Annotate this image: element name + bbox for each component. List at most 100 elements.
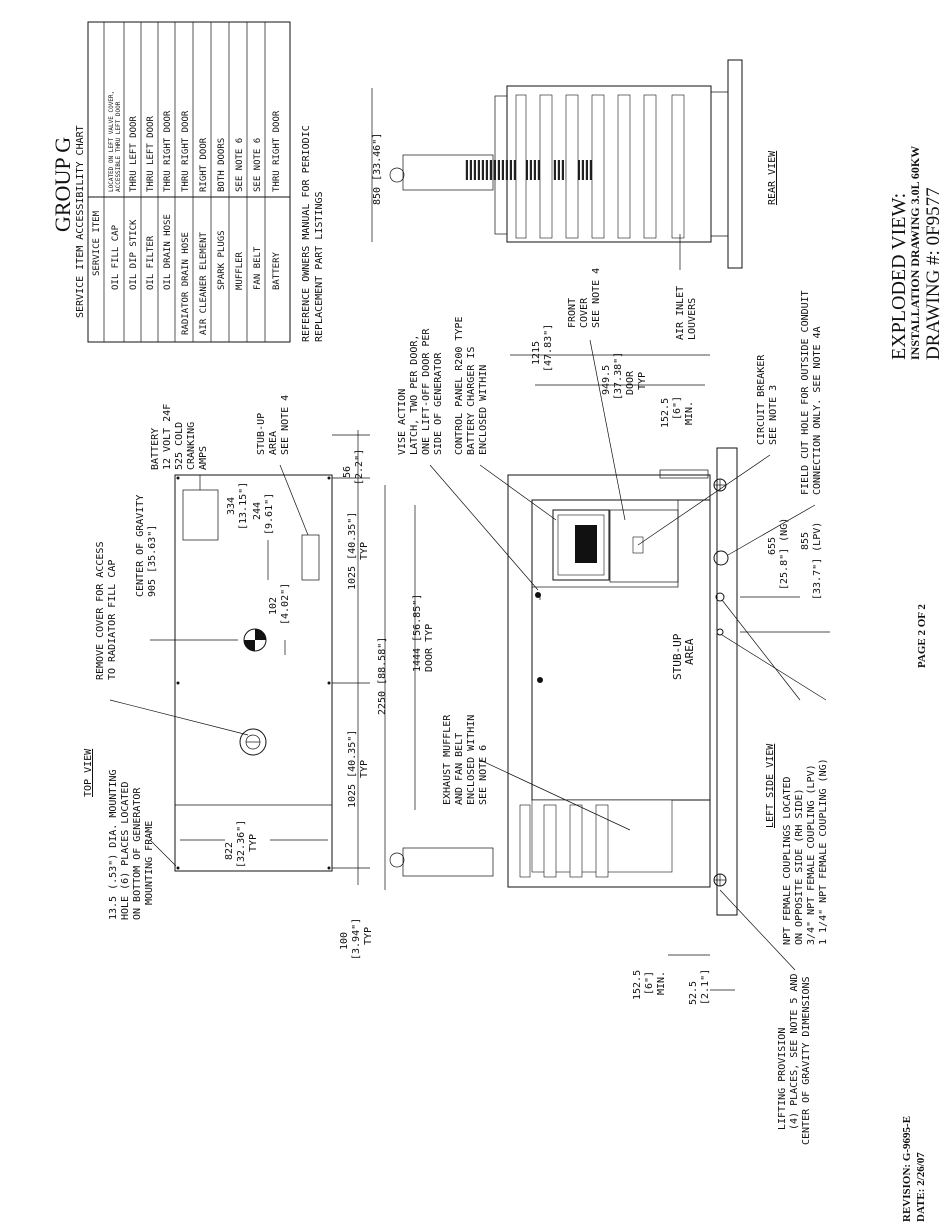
drawing-number: DRAWING #: 0F9577 <box>923 187 944 360</box>
vise-label: SIDE OF GENERATOR <box>433 352 444 455</box>
dim-152-right: MIN. <box>684 401 695 425</box>
front-cover-label: COVER <box>579 297 590 328</box>
breaker-label: SEE NOTE 3 <box>768 385 779 445</box>
mounting-hole-label: MOUNTING FRAME <box>144 821 155 905</box>
dim-102: [4.02"] <box>280 583 291 625</box>
top-view-label: TOP VIEW <box>83 748 94 797</box>
lifting-label: CENTER OF GRAVITY DIMENSIONS <box>801 976 812 1145</box>
chart-footnote: REFERENCE OWNERS MANUAL FOR PERIODIC <box>301 125 312 342</box>
chart-title: SERVICE ITEM ACCESSIBILITY CHART <box>75 125 86 318</box>
dim-949: DOOR <box>625 370 636 395</box>
revision-date: DATE: 2/26/07 <box>915 1152 927 1222</box>
chart-item: AIR CLEANER ELEMENT <box>199 231 209 335</box>
dim-152-right: 152.5 <box>660 398 671 428</box>
chart-access: THRU LEFT DOOR <box>129 116 139 192</box>
rear-view: 850 [33.46"] AIR INLET LOUVERS REAR VIEW <box>371 59 778 340</box>
top-enclosure <box>174 474 333 872</box>
dim-52: 52.5 <box>688 981 699 1005</box>
dim-949: 949.5 <box>601 365 612 395</box>
dim-102: 102 <box>268 597 279 615</box>
left-side-view-label: LEFT SIDE VIEW <box>765 743 776 828</box>
npt-label: NPT FEMALE COUPLINGS LOCATED <box>782 776 793 945</box>
exhaust-label: EXHAUST MUFFLER <box>442 714 453 805</box>
field-cut-label: CONNECTION ONLY. SEE NOTE 4A <box>812 326 823 495</box>
radiator-cap-icon <box>239 728 267 756</box>
dim-855: 855 <box>800 532 811 550</box>
dim-100: [3.94"] <box>351 918 362 960</box>
chart-access: SEE NOTE 6 <box>235 138 245 192</box>
chart-item: OIL DIP STICK <box>129 219 139 290</box>
chart-item: RADIATOR DRAIN HOSE <box>181 232 191 335</box>
chart-access: SEE NOTE 6 <box>253 138 263 192</box>
chart-access: BOTH DOORS <box>217 138 227 192</box>
drawing-subtitle: INSTALLATION DRAWING 3.0L 60KW <box>908 146 922 360</box>
drawing-title: EXPLODED VIEW: <box>888 193 910 360</box>
group-title: GROUP G <box>50 137 75 232</box>
battery-label: CRANKING <box>186 422 197 470</box>
cg-label: CENTER OF GRAVITY <box>135 495 146 597</box>
louvers-label: AIR INLET <box>675 286 686 340</box>
dim-1444: DOOR TYP <box>424 624 435 672</box>
lifting-label: (4) PLACES, SEE NOTE 5 AND <box>789 973 800 1130</box>
dim-949: TYP <box>637 372 648 390</box>
breaker-label: CIRCUIT BREAKER <box>756 354 767 445</box>
field-cut-label: FIELD CUT HOLE FOR OUTSIDE CONDUIT <box>800 290 811 495</box>
panel-label: BATTERY CHARGER IS <box>466 347 477 455</box>
dim-822: [32.36"] <box>236 820 247 868</box>
vise-label: LATCH, TWO PER DOOR, <box>409 335 420 455</box>
chart-item: FAN BELT <box>253 246 263 290</box>
stubup-label: AREA <box>268 431 279 455</box>
exhaust-label: ENCLOSED WITHIN <box>466 715 477 805</box>
dim-822: TYP <box>248 834 259 852</box>
vise-label: VISE ACTION <box>397 389 408 455</box>
exhaust-label: AND FAN BELT <box>454 733 465 805</box>
field-cut-hole <box>713 550 729 566</box>
dim-655: [25.8"] (NG) <box>779 518 790 590</box>
center-of-gravity-icon <box>243 628 267 652</box>
exhaust-label: SEE NOTE 6 <box>478 745 489 805</box>
dim-949: [37.38"] <box>613 352 624 400</box>
cg-label: 905 [35.63"] <box>147 525 158 597</box>
chart-access: RIGHT DOOR <box>199 137 209 192</box>
mounting-hole-label: HOLE (6) PLACES LOCATED <box>120 782 131 920</box>
dim-1025-right: TYP <box>359 542 370 560</box>
dim-822: 822 <box>224 842 235 860</box>
title-block: EXPLODED VIEW: INSTALLATION DRAWING 3.0L… <box>888 146 944 360</box>
stubup-label: STUB-UP <box>256 413 267 455</box>
npt-label: 3/4" NPT FEMALE COUPLING (LPV) <box>806 764 817 945</box>
chart-access: THRU RIGHT DOOR <box>163 110 173 192</box>
remove-cover-label: REMOVE COVER FOR ACCESS <box>95 542 106 680</box>
dim-52: [2.1"] <box>700 969 711 1005</box>
battery-label: 525 COLD <box>174 422 185 470</box>
front-cover-label: FRONT <box>567 298 578 328</box>
air-inlet-louvers <box>515 94 685 239</box>
front-cover-label: SEE NOTE 4 <box>591 268 602 328</box>
chart-access: ACCESSIBLE THRU LEFT DOOR <box>115 101 122 192</box>
dim-152-left: 152.5 <box>632 970 643 1000</box>
battery-label: AMPS <box>198 446 209 470</box>
chart-footnote: REPLACEMENT PART LISTINGS <box>314 191 325 342</box>
chart-frame <box>87 21 291 343</box>
rear-pad <box>727 59 743 269</box>
chart-item: OIL FILTER <box>146 235 156 290</box>
chart-access: LOCATED ON LEFT VALVE COVER, <box>108 91 115 192</box>
dim-655: 655 <box>767 537 778 555</box>
rear-lifting-eye <box>389 167 405 183</box>
rear-view-label: REAR VIEW <box>767 150 778 205</box>
dim-152-left: [6"] <box>644 971 655 995</box>
npt-label: 1 1/4" NPT FEMALE COUPLING (NG) <box>818 758 829 945</box>
dim-855: [33.7"] (LPV) <box>812 522 823 600</box>
dim-152-right: [6"] <box>672 396 683 420</box>
vise-label: ONE LIFT-OFF DOOR PER <box>421 328 432 455</box>
dim-152-left: MIN. <box>656 971 667 995</box>
control-panel-door <box>531 499 679 588</box>
battery-label: BATTERY <box>150 428 161 470</box>
top-view: TOP VIEW REMOVE COVER FOR ACCESS TO RADI… <box>83 395 388 960</box>
left-side-view: VISE ACTION LATCH, TWO PER DOOR, ONE LIF… <box>389 268 830 1145</box>
dim-2250: 2250 [88.58"] <box>377 637 388 715</box>
dim-56: 56 <box>342 466 353 478</box>
dim-1215: 1215 <box>531 341 542 365</box>
side-pad <box>716 447 738 916</box>
